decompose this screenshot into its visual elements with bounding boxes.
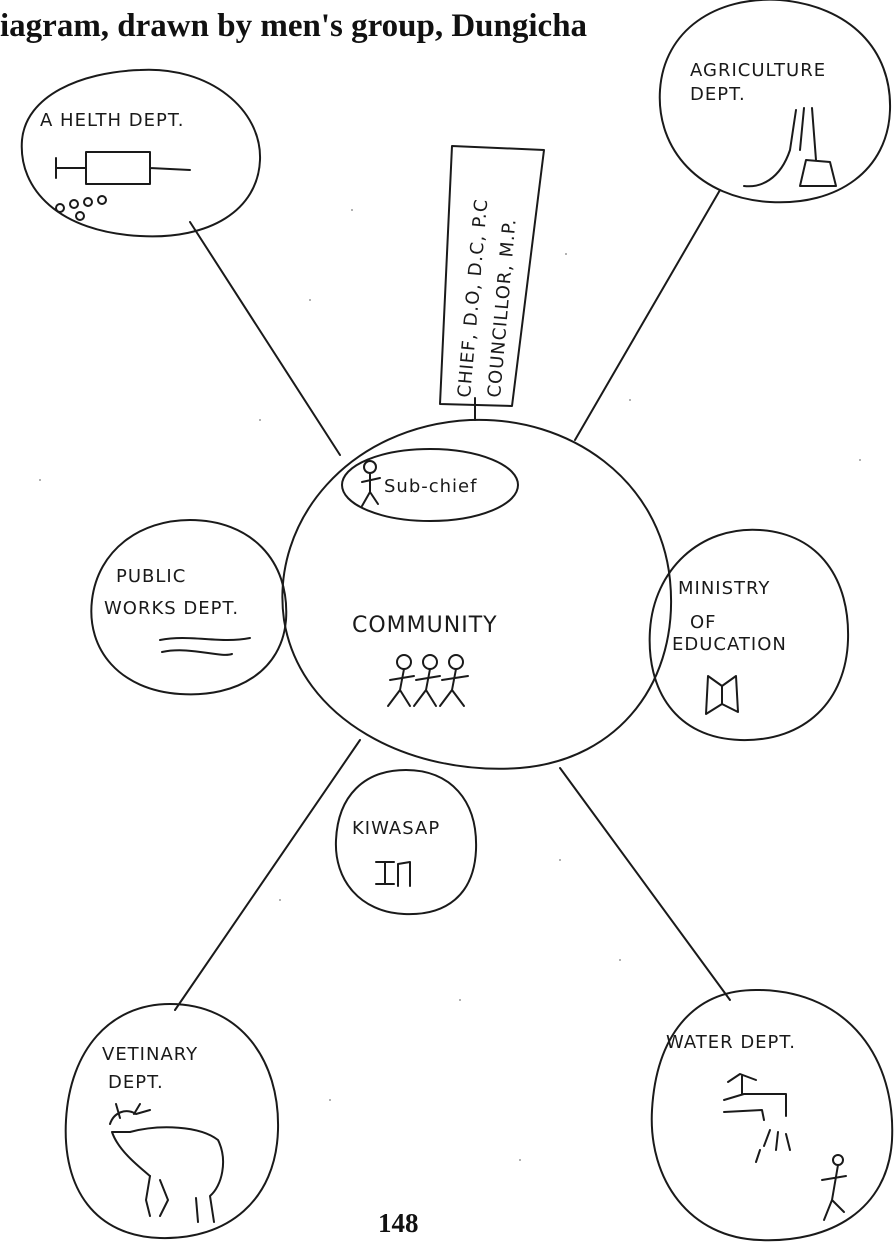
- road-icon: [159, 637, 251, 656]
- public-works-node: PUBLIC WORKS DEPT.: [90, 519, 288, 696]
- community-label: COMMUNITY: [352, 613, 498, 638]
- agriculture-dept-label-line1: AGRICULTURE: [690, 60, 826, 81]
- water-dept-node: WATER DEPT.: [650, 988, 894, 1242]
- agriculture-dept-label-line2: DEPT.: [690, 84, 746, 105]
- public-works-label-line1: PUBLIC: [116, 566, 186, 587]
- veterinary-label-line2: DEPT.: [108, 1072, 164, 1093]
- sub-chief-figure-icon: [361, 460, 381, 507]
- line-agriculture: [574, 189, 721, 441]
- tank-icon: [375, 861, 411, 887]
- line-health: [189, 221, 341, 456]
- sub-chief-oval: [341, 448, 519, 522]
- page-number: 148: [378, 1208, 419, 1238]
- water-dept-label: WATER DEPT.: [666, 1032, 796, 1053]
- sub-chief-label: Sub-chief: [384, 476, 477, 497]
- agriculture-dept-node: AGRICULTURE DEPT.: [658, 0, 892, 204]
- education-node: MINISTRY OF EDUCATION: [648, 528, 850, 742]
- line-veterinary: [174, 739, 361, 1011]
- tap-icon: [723, 1073, 791, 1163]
- syringe-icon: [55, 151, 191, 221]
- education-label-line3: EDUCATION: [672, 634, 787, 655]
- line-water: [559, 767, 731, 1001]
- public-works-label-line2: WORKS DEPT.: [104, 598, 239, 619]
- connector-lines: [174, 189, 731, 1011]
- veterinary-node: VETINARY DEPT.: [64, 1003, 280, 1240]
- education-label-line2: OF: [690, 612, 717, 633]
- community-circle: Sub-chief COMMUNITY: [281, 418, 673, 770]
- hoe-icon: [743, 107, 837, 188]
- veterinary-label-line1: VETINARY: [102, 1044, 198, 1065]
- person-figure-icon: [821, 1154, 847, 1221]
- chief-banner-node: CHIEF, D.O, D.C, P.C COUNCILLOR, M.P.: [439, 145, 545, 407]
- health-dept-label: A HELTH DEPT.: [40, 110, 184, 131]
- scan-noise: [39, 209, 861, 1161]
- chief-label-line2: COUNCILLOR, M.P.: [484, 217, 521, 398]
- community-figures-icon: [387, 654, 469, 707]
- education-label-line1: MINISTRY: [678, 578, 770, 599]
- kiwasap-node: KIWASAP: [334, 769, 478, 916]
- health-dept-node: A HELTH DEPT.: [20, 68, 262, 238]
- cow-icon: [109, 1103, 225, 1223]
- page-title: iagram, drawn by men's group, Dungicha: [0, 8, 588, 44]
- kiwasap-label: KIWASAP: [352, 818, 440, 839]
- book-icon: [705, 675, 739, 715]
